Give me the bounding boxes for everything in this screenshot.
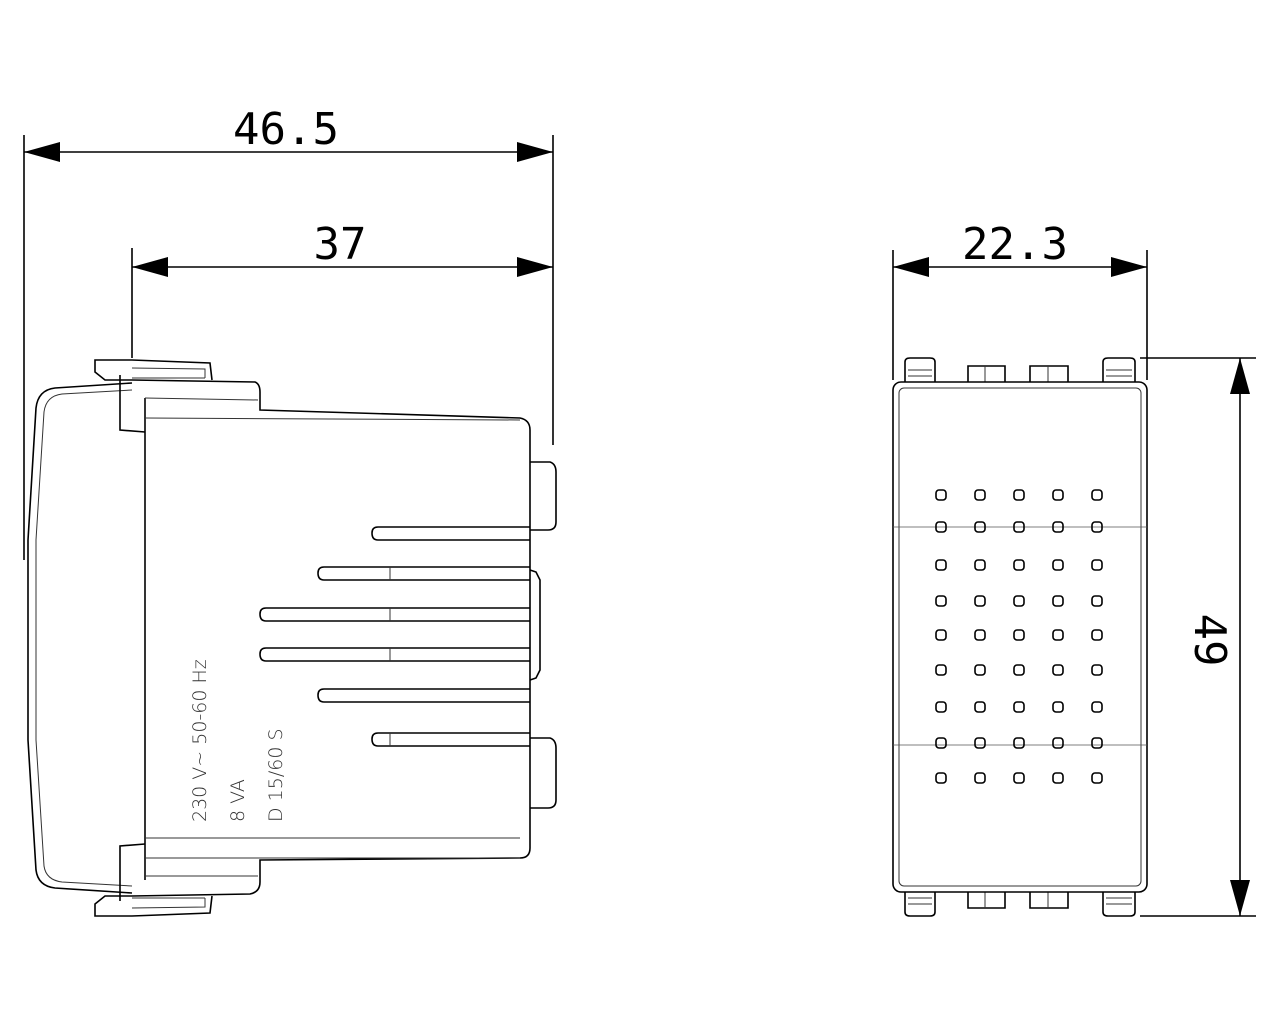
grille-hole xyxy=(1091,629,1103,641)
rating-label: 230 V~ 50-60 Hz 8 VA D 15/60 S xyxy=(189,659,287,822)
grille-hole xyxy=(1091,701,1103,713)
grille-hole xyxy=(935,595,947,607)
grille-hole xyxy=(1052,737,1064,749)
grille-hole xyxy=(935,489,947,501)
top-connectors xyxy=(904,357,1136,382)
rear-tab xyxy=(530,737,557,809)
grille-hole xyxy=(1013,629,1025,641)
grille-hole xyxy=(1052,559,1064,571)
dimension-label: 49 xyxy=(1184,614,1235,667)
grille-hole xyxy=(1091,489,1103,501)
grille-hole xyxy=(935,629,947,641)
grille-hole xyxy=(1091,521,1103,533)
grille-hole xyxy=(1013,737,1025,749)
dimension-label: 37 xyxy=(314,219,367,270)
grille-hole xyxy=(1013,772,1025,784)
grille-hole xyxy=(974,595,986,607)
grille-hole xyxy=(1091,559,1103,571)
rating-line-power: 8 VA xyxy=(227,779,249,822)
rear-tab xyxy=(530,461,557,531)
grille-hole xyxy=(1091,737,1103,749)
side-view: 46.5 37 xyxy=(23,104,557,917)
grille-hole xyxy=(1052,521,1064,533)
dimension-overall-depth: 46.5 xyxy=(24,104,553,162)
grille-hole xyxy=(935,559,947,571)
grille-hole xyxy=(935,772,947,784)
grille-hole xyxy=(974,772,986,784)
grille-hole xyxy=(1013,559,1025,571)
grille-hole xyxy=(1091,772,1103,784)
grille-hole xyxy=(1052,664,1064,676)
dimension-width: 22.3 xyxy=(893,219,1147,277)
bottom-connectors xyxy=(904,892,1136,917)
grille-hole xyxy=(935,521,947,533)
dimension-label: 46.5 xyxy=(233,104,339,155)
grille-hole xyxy=(1013,664,1025,676)
grille-hole xyxy=(935,737,947,749)
grille-hole xyxy=(1052,489,1064,501)
rating-line-voltage: 230 V~ 50-60 Hz xyxy=(189,659,211,822)
rear-tab xyxy=(529,569,541,681)
grille-hole xyxy=(935,664,947,676)
grille-hole xyxy=(935,701,947,713)
grille-hole xyxy=(974,701,986,713)
speaker-grille xyxy=(935,489,1103,784)
front-faceplate xyxy=(892,381,1148,893)
grille-hole xyxy=(1052,772,1064,784)
front-view: 22.3 49 xyxy=(892,219,1256,917)
grille-hole xyxy=(974,737,986,749)
grille-hole xyxy=(974,629,986,641)
grille-hole xyxy=(974,521,986,533)
grille-hole xyxy=(1013,521,1025,533)
dimension-height: 49 xyxy=(1184,358,1250,916)
grille-hole xyxy=(1052,629,1064,641)
grille-hole xyxy=(974,664,986,676)
terminal-fins xyxy=(259,526,530,747)
grille-hole xyxy=(974,559,986,571)
grille-hole xyxy=(1013,595,1025,607)
front-cover xyxy=(27,382,133,894)
grille-hole xyxy=(1091,664,1103,676)
rating-line-timing: D 15/60 S xyxy=(265,728,287,822)
dimension-body-depth: 37 xyxy=(132,219,553,277)
grille-hole xyxy=(1013,701,1025,713)
grille-hole xyxy=(1013,489,1025,501)
dimension-label: 22.3 xyxy=(962,219,1068,270)
grille-hole xyxy=(974,489,986,501)
grille-hole xyxy=(1091,595,1103,607)
module-body xyxy=(131,379,531,897)
grille-hole xyxy=(1052,595,1064,607)
grille-hole xyxy=(1052,701,1064,713)
